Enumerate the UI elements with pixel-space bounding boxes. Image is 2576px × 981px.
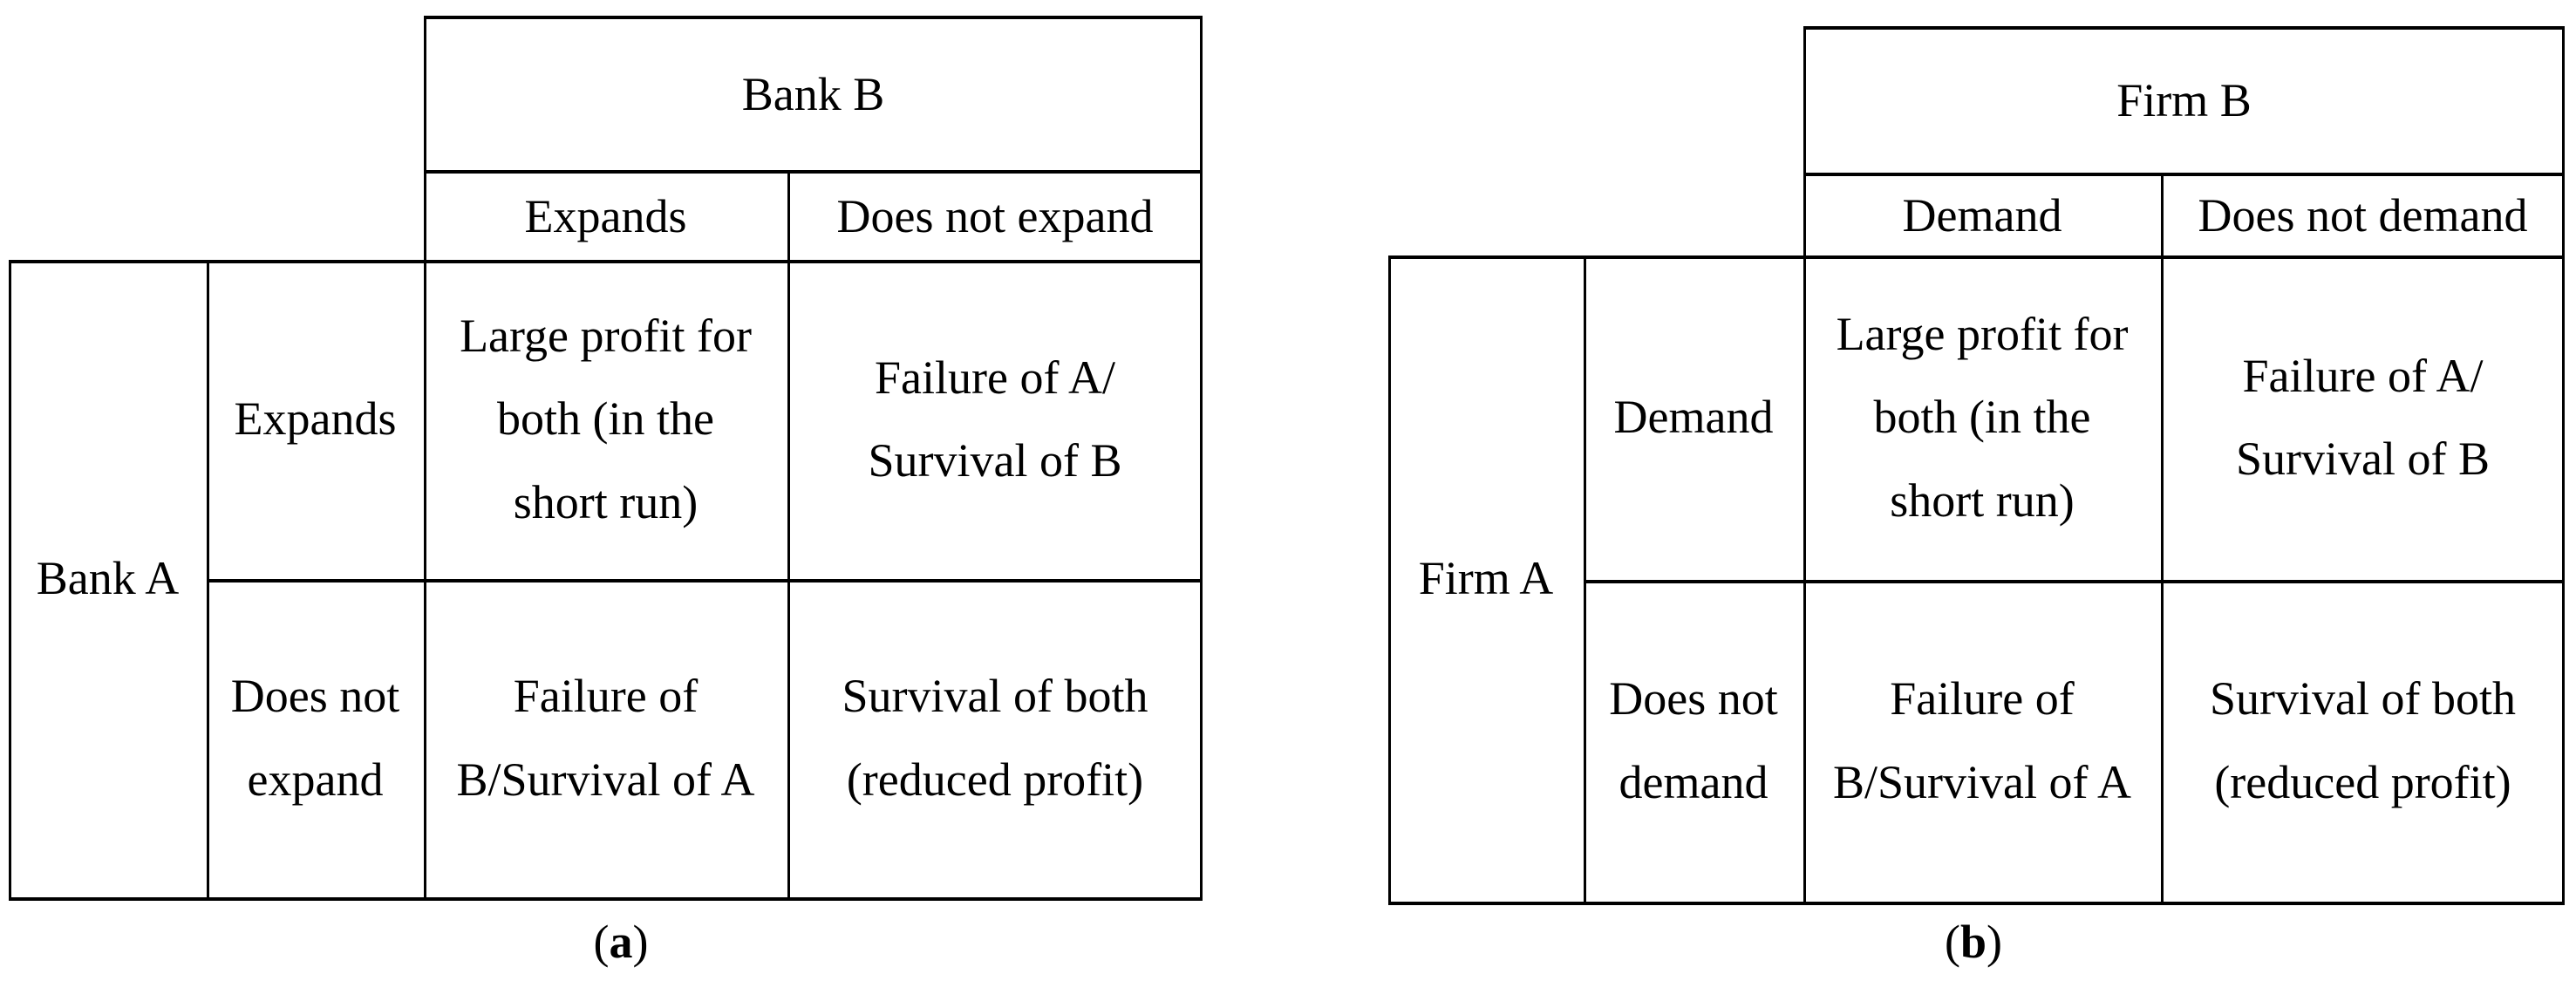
- caption-letter: b: [1959, 915, 1987, 968]
- subfigure-caption: (b): [1799, 913, 2148, 971]
- table-rule: [207, 579, 1203, 582]
- table-rule: [207, 260, 209, 901]
- table-rule: [1388, 255, 2565, 259]
- caption-letter: a: [609, 915, 633, 968]
- row-strategy-label: Demand: [1613, 391, 1774, 444]
- subfigure-caption: (a): [446, 913, 795, 971]
- column-strategy-label: Does not demand: [2198, 188, 2528, 242]
- payoff-cell: Failure of A/ Survival of B: [2236, 349, 2490, 485]
- row-player-label: Bank A: [36, 551, 180, 604]
- payoff-cell: Failure of B/Survival of A: [456, 670, 755, 806]
- payoff-cell: Failure of B/Survival of A: [1832, 672, 2131, 808]
- payoff-cell: Survival of both (reduced profit): [842, 670, 1148, 806]
- caption-paren: (: [593, 915, 610, 968]
- row-strategy-label: Does not expand: [230, 670, 400, 806]
- payoff-cell: Large profit for both (in the short run): [1836, 308, 2129, 527]
- table-rule: [1803, 26, 1806, 905]
- table-rule: [1200, 16, 1203, 901]
- row-player-label: Firm A: [1418, 551, 1554, 604]
- table-rule: [424, 16, 426, 901]
- table-rule: [787, 170, 790, 901]
- column-player-label: Firm B: [2116, 74, 2252, 127]
- table-rule: [1803, 173, 2565, 176]
- table-rule: [2161, 173, 2164, 905]
- column-strategy-label: Demand: [1902, 188, 2062, 242]
- payoff-cell: Survival of both (reduced profit): [2210, 672, 2516, 808]
- row-strategy-label: Expands: [234, 392, 397, 446]
- column-player-label: Bank B: [741, 67, 885, 120]
- caption-paren: (: [1944, 915, 1960, 968]
- table-rule: [9, 260, 11, 901]
- table-rule: [1584, 255, 1586, 905]
- payoff-cell: Large profit for both (in the short run): [460, 310, 752, 528]
- table-rule: [9, 897, 1203, 901]
- table-rule: [1388, 255, 1391, 905]
- table-rule: [424, 170, 1203, 174]
- caption-paren: ): [1987, 915, 2002, 968]
- row-strategy-label: Does not demand: [1609, 672, 1778, 808]
- table-rule: [9, 260, 1203, 263]
- table-rule: [1584, 580, 2565, 583]
- table-rule: [424, 16, 1203, 19]
- table-rule: [2562, 26, 2565, 905]
- payoff-cell: Failure of A/ Survival of B: [868, 351, 1122, 487]
- column-strategy-label: Does not expand: [836, 189, 1154, 242]
- table-rule: [1803, 26, 2565, 30]
- table-rule: [1388, 902, 2565, 905]
- caption-paren: ): [632, 915, 649, 968]
- column-strategy-label: Expands: [524, 189, 687, 242]
